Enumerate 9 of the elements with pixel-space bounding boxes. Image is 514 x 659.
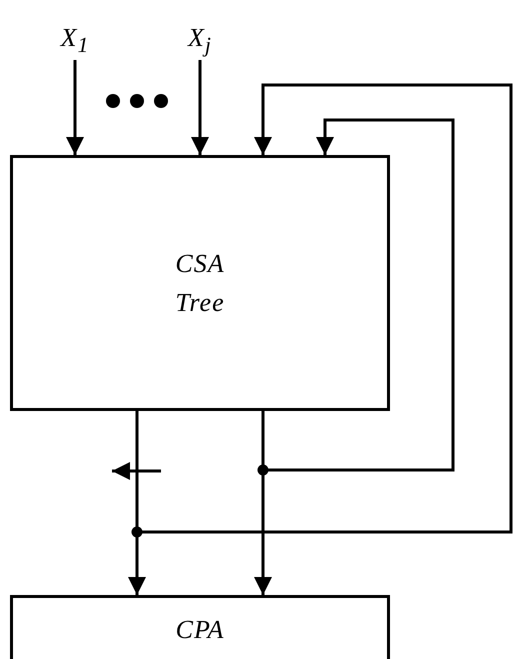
block-box [10, 595, 390, 659]
block-label: CSA Tree [174, 248, 226, 319]
input-label: X$_{1}$ [60, 22, 90, 60]
arrow [66, 60, 84, 155]
input-label: X$_{j}$ [188, 22, 212, 60]
arrow [136, 84, 512, 534]
block-label: CPA [176, 614, 224, 646]
arrow [191, 60, 209, 155]
block-box [10, 155, 390, 411]
